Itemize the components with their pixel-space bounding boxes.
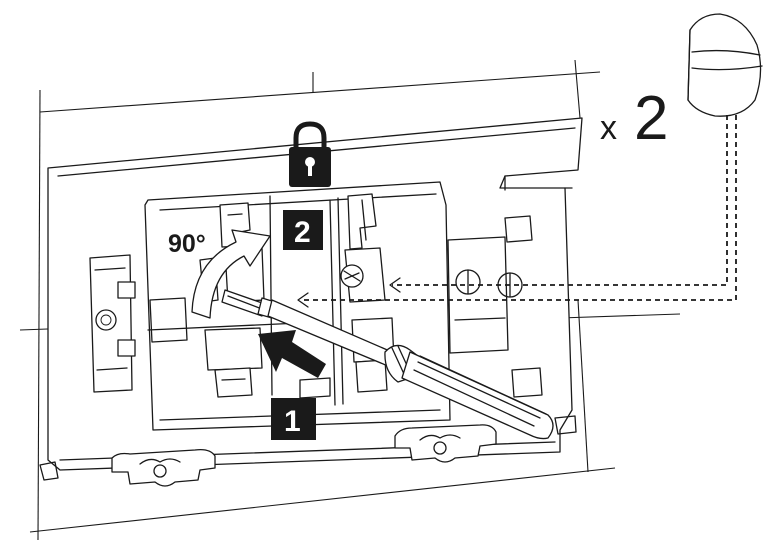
- step-2-badge: 2: [283, 210, 323, 250]
- push-arrow-icon: [258, 330, 326, 378]
- wall-tile-lines: [19, 59, 681, 541]
- step-1-number: 1: [284, 405, 301, 438]
- bottom-clip-left: [111, 448, 216, 487]
- screw-head: [340, 264, 364, 288]
- screwdriver-icon: [221, 289, 554, 440]
- screw-cap-icon: [687, 13, 763, 117]
- right-bracket: [447, 215, 543, 398]
- angle-label: 90°: [168, 230, 206, 258]
- left-actuator: [147, 195, 301, 398]
- bottom-clip-right: [394, 424, 497, 463]
- dashed-guide-lines: [297, 115, 737, 308]
- quantity-label: x 2: [600, 84, 668, 153]
- lock-icon: [289, 121, 331, 187]
- step-1-badge: 1: [271, 398, 316, 440]
- rotate-arrow-icon: [191, 229, 271, 319]
- step-2-number: 2: [294, 216, 311, 249]
- multiplier-count: 2: [634, 84, 668, 153]
- multiplier-prefix: x: [600, 109, 617, 147]
